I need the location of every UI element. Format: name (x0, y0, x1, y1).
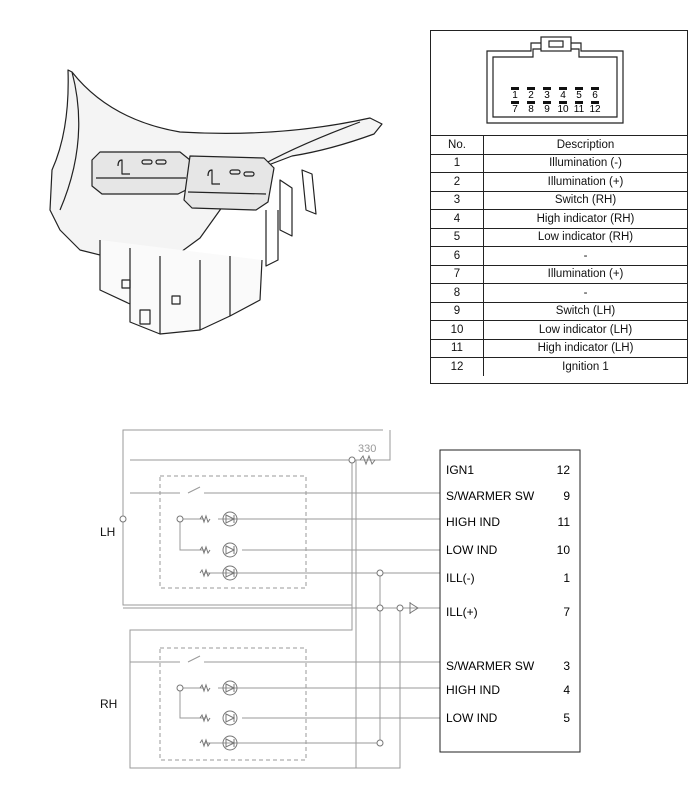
connector-pin-number: 2 (528, 90, 534, 101)
connector-terminal-block (439, 449, 581, 753)
pin-number: 3 (431, 190, 484, 210)
connector-pin-number: 3 (544, 90, 550, 101)
pin-number: 2 (431, 172, 484, 191)
terminal-pin-number: 7 (563, 605, 570, 619)
connector-pin-mark (511, 101, 519, 104)
pin-description: Illumination (+) (483, 172, 687, 191)
terminal-name: S/WARMER SW (446, 489, 535, 503)
terminal-pin-number: 12 (557, 463, 571, 477)
table-header-no: No. (431, 136, 484, 154)
terminal-name: ILL(-) (446, 571, 475, 585)
terminal-pin-number: 5 (563, 711, 570, 725)
connector-pin-number: 6 (592, 90, 598, 101)
connector-pin-mark (543, 87, 551, 90)
pin-number: 11 (431, 338, 484, 358)
pin-description: Switch (LH) (483, 301, 687, 321)
connector-pin-mark (559, 101, 567, 104)
connector-pin-number: 5 (576, 90, 582, 101)
terminal-name: S/WARMER SW (446, 659, 535, 673)
connector-pin-mark (543, 101, 551, 104)
rh-group-label: RH (100, 697, 117, 711)
connector-pin-mark (575, 87, 583, 90)
pin-description: High indicator (LH) (483, 338, 687, 358)
connector-pin-number: 10 (557, 104, 569, 115)
connector-pin-mark (591, 101, 599, 104)
connector-pin-number: 1 (512, 90, 518, 101)
pin-description: Illumination (-) (483, 153, 687, 173)
table-header-description: Description (556, 138, 615, 151)
terminal-pin-number: 9 (563, 489, 570, 503)
connector-pin-number: 7 (512, 104, 518, 115)
pin-description: High indicator (RH) (483, 209, 687, 228)
pin-description: - (483, 246, 687, 265)
pin-number: 1 (431, 153, 484, 173)
terminal-name: HIGH IND (446, 683, 500, 697)
table-row: 8- (431, 283, 687, 302)
connector-pin-number: 4 (560, 90, 566, 101)
connector-pin-number: 9 (544, 104, 550, 115)
pin-description: Switch (RH) (483, 190, 687, 210)
terminal-pin-number: 3 (563, 659, 570, 673)
terminal-name: HIGH IND (446, 515, 500, 529)
pin-number: 7 (431, 264, 484, 284)
pin-number: 5 (431, 227, 484, 247)
connector-pin-mark (527, 101, 535, 104)
pin-description: - (483, 283, 687, 302)
pin-number: 4 (431, 209, 484, 228)
connector-pin-number: 8 (528, 104, 534, 115)
resistor-value-label: 330 (358, 443, 376, 455)
connector-pin-number: 12 (589, 104, 601, 115)
terminal-pin-number: 10 (557, 543, 571, 557)
pin-description: Ignition 1 (483, 357, 687, 376)
connector-pin-mark (511, 87, 519, 90)
table-row: 6- (431, 246, 687, 265)
pin-description: Low indicator (LH) (483, 320, 687, 339)
pin-number: 10 (431, 320, 484, 339)
pin-number: 12 (431, 357, 484, 376)
terminal-name: ILL(+) (446, 605, 478, 619)
connector-pin-number: 11 (574, 104, 585, 115)
terminal-name: LOW IND (446, 711, 498, 725)
lh-group-label: LH (100, 525, 115, 539)
pin-description: Illumination (+) (483, 264, 687, 284)
terminal-name: IGN1 (446, 463, 474, 477)
terminal-pin-number: 11 (558, 515, 571, 529)
connector-pin-mark (575, 101, 583, 104)
terminal-pin-number: 1 (563, 571, 570, 585)
seat-warmer-switch-illustration (49, 69, 383, 335)
terminal-name: LOW IND (446, 543, 498, 557)
connector-pin-mark (591, 87, 599, 90)
connector-pin-mark (527, 87, 535, 90)
pin-number: 9 (431, 301, 484, 321)
pin-number: 8 (431, 283, 484, 302)
pin-description: Low indicator (RH) (483, 227, 687, 247)
terminal-pin-number: 4 (563, 683, 570, 697)
connector-pin-mark (559, 87, 567, 90)
pin-number: 6 (431, 246, 484, 265)
